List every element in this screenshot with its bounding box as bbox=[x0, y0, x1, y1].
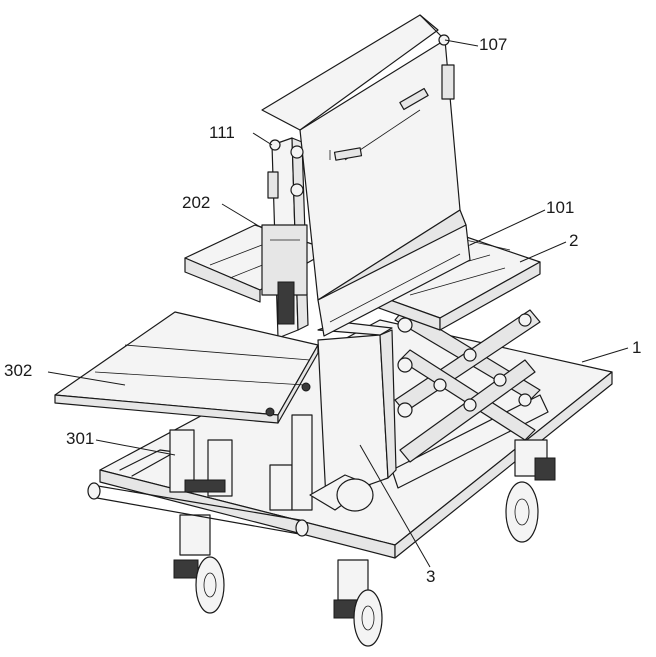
hinged-table bbox=[54, 311, 319, 424]
callout-2: 2 bbox=[569, 231, 579, 250]
caster-front-left bbox=[173, 514, 225, 614]
left-frame bbox=[184, 224, 331, 303]
central-mast bbox=[261, 137, 309, 339]
callout-1: 1 bbox=[632, 338, 642, 357]
vertical-enclosure bbox=[317, 321, 397, 501]
scissor-lift bbox=[391, 307, 549, 489]
callout-202: 202 bbox=[182, 193, 211, 212]
callout-101: 101 bbox=[546, 198, 575, 217]
push-handle bbox=[87, 449, 309, 537]
callout-3: 3 bbox=[426, 567, 436, 586]
callout-302: 302 bbox=[4, 361, 33, 380]
callout-111: 111 bbox=[209, 123, 235, 142]
leader-lines bbox=[47, 39, 629, 568]
callout-107: 107 bbox=[479, 35, 508, 54]
inclined-board-assembly bbox=[261, 14, 471, 337]
callout-301: 301 bbox=[66, 429, 95, 448]
lifting-columns bbox=[169, 414, 374, 512]
caster-front-right bbox=[333, 559, 383, 647]
caster-rear-right bbox=[505, 439, 556, 543]
